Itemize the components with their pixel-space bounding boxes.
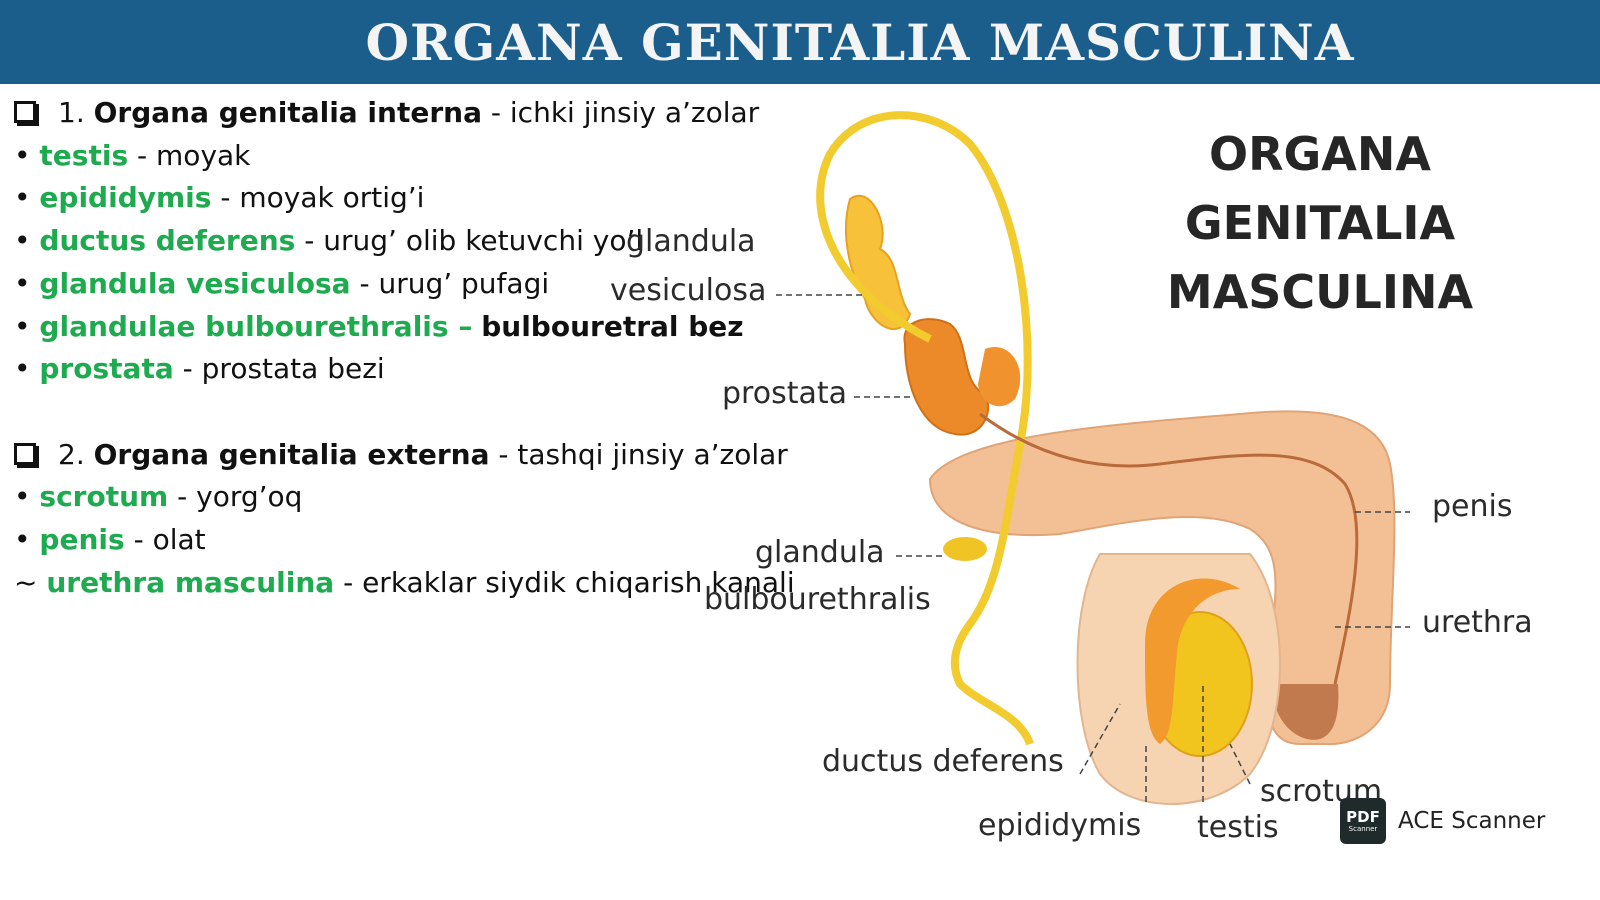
translation: - moyak (137, 138, 251, 172)
list-item: • ductus deferens - urug’ olib ketuvchi … (14, 220, 814, 263)
label-prostata: prostata (722, 376, 847, 411)
term: prostata (39, 352, 174, 386)
term: penis (39, 523, 125, 557)
ace-scanner-watermark: PDF Scanner ACE Scanner (1340, 798, 1545, 844)
bladder-neck-shape (978, 347, 1021, 407)
list-item: • epididymis - moyak ortig’i (14, 177, 814, 220)
leader-line (1229, 743, 1251, 785)
anatomy-diagram: ORGANA GENITALIA MASCULINA glandula vesi… (600, 84, 1600, 900)
list-item: • testis - moyak (14, 135, 814, 178)
translation: - prostata bezi (182, 352, 385, 386)
bulbourethral-gland-shape (943, 537, 987, 561)
translation: - erkaklar siydik chiqarish kanali (343, 565, 795, 599)
external-heading: 2. Organa genitalia externa - tashqi jin… (14, 434, 814, 477)
internal-heading: 1. Organa genitalia interna - ichki jins… (14, 92, 814, 135)
translation: - olat (133, 523, 206, 557)
diagram-title: ORGANA GENITALIA MASCULINA (1160, 120, 1480, 327)
translation: - moyak ortig’i (220, 181, 425, 215)
list-item: ~ urethra masculina - erkaklar siydik ch… (14, 562, 814, 605)
term: scrotum (39, 480, 169, 514)
ductus-deferens-shape (816, 111, 1034, 746)
bullet: • (14, 523, 31, 557)
epididymis-shape (1145, 578, 1240, 744)
internal-heading-term: Organa genitalia interna (93, 96, 482, 129)
pdf-scanner-logo-icon: PDF Scanner (1340, 798, 1386, 844)
bullet: • (14, 224, 31, 258)
internal-heading-translation: - ichki jinsiy a’zolar (490, 96, 760, 129)
text-panel: 1. Organa genitalia interna - ichki jins… (14, 92, 814, 604)
label-glandula-vesiculosa-1: glandula (626, 224, 756, 259)
list-item: • glandulae bulbourethralis – bulbouretr… (14, 306, 814, 349)
bullet: ~ (14, 565, 38, 599)
label-epididymis: epididymis (978, 808, 1142, 843)
diagram-title-line: MASCULINA (1166, 265, 1474, 319)
checkbox-icon (14, 101, 36, 123)
list-item: • penis - olat (14, 519, 814, 562)
internal-number: 1. (58, 96, 85, 129)
page-title: ORGANA GENITALIA MASCULINA (365, 12, 1355, 72)
translation: - urug’ pufagi (359, 266, 550, 300)
translation: - urug’ olib ketuvchi yo’l (304, 224, 644, 258)
diagram-title-line: GENITALIA (1184, 196, 1456, 250)
label-penis: penis (1432, 489, 1513, 524)
label-ductus-deferens: ductus deferens (822, 744, 1064, 779)
term: ductus deferens (39, 224, 296, 258)
watermark-text: ACE Scanner (1398, 808, 1546, 834)
diagram-title-line: ORGANA (1209, 127, 1431, 181)
translation: bulbouretral bez (481, 309, 744, 343)
bullet: • (14, 480, 31, 514)
glans-shape (1272, 684, 1339, 740)
bullet: • (14, 352, 31, 386)
logo-top-text: PDF (1346, 807, 1380, 826)
bullet: • (14, 309, 31, 343)
term: urethra masculina (46, 565, 335, 599)
urethra-shape (979, 412, 1359, 685)
term: epididymis (39, 181, 212, 215)
term: glandula vesiculosa (39, 266, 351, 300)
seminal-vesicle-shape (844, 195, 912, 330)
leader-line (1079, 703, 1121, 775)
checkbox-icon (14, 442, 36, 465)
label-testis: testis (1197, 810, 1279, 845)
title-banner: ORGANA GENITALIA MASCULINA (0, 0, 1600, 84)
label-glandula-vesiculosa-2: vesiculosa (610, 273, 767, 308)
label-glandula-bulbourethralis-1: glandula (755, 535, 885, 570)
label-urethra: urethra (1422, 605, 1533, 640)
bullet: • (14, 266, 31, 300)
bullet: • (14, 181, 31, 215)
external-heading-term: Organa genitalia externa (93, 437, 490, 471)
term: glandulae bulbourethralis – (39, 309, 473, 343)
list-item: • prostata - prostata bezi (14, 348, 814, 391)
term: testis (39, 138, 129, 172)
anatomy-illustration (776, 111, 1410, 805)
external-heading-translation: - tashqi jinsiy a’zolar (498, 437, 788, 471)
external-number: 2. (58, 437, 85, 471)
translation: - yorg’oq (177, 480, 303, 514)
label-glandula-bulbourethralis-2: bulbourethralis (704, 582, 931, 617)
list-item: • glandula vesiculosa - urug’ pufagi (14, 263, 814, 306)
bullet: • (14, 138, 31, 172)
logo-bottom-text: Scanner (1348, 824, 1378, 833)
list-item: • scrotum - yorg’oq (14, 476, 814, 519)
